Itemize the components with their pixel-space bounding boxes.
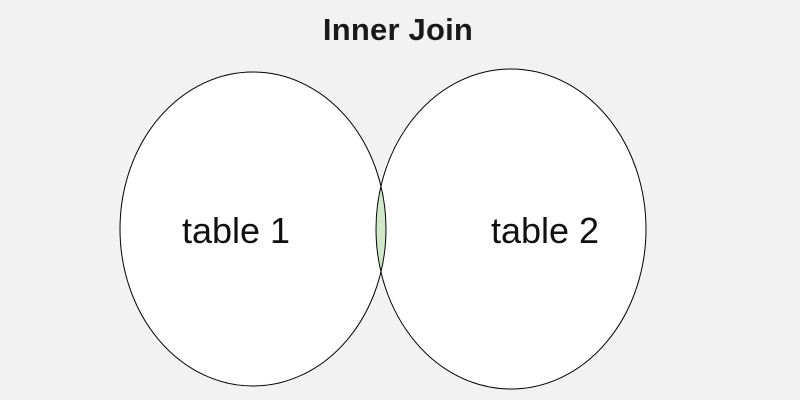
left-set-outline bbox=[119, 71, 387, 387]
right-set-label: table 2 bbox=[491, 210, 599, 251]
left-set-fill bbox=[120, 72, 386, 386]
right-set-outline bbox=[375, 68, 647, 390]
left-set-label: table 1 bbox=[182, 210, 290, 251]
diagram-title: Inner Join bbox=[322, 12, 474, 47]
right-set-fill bbox=[376, 69, 646, 389]
